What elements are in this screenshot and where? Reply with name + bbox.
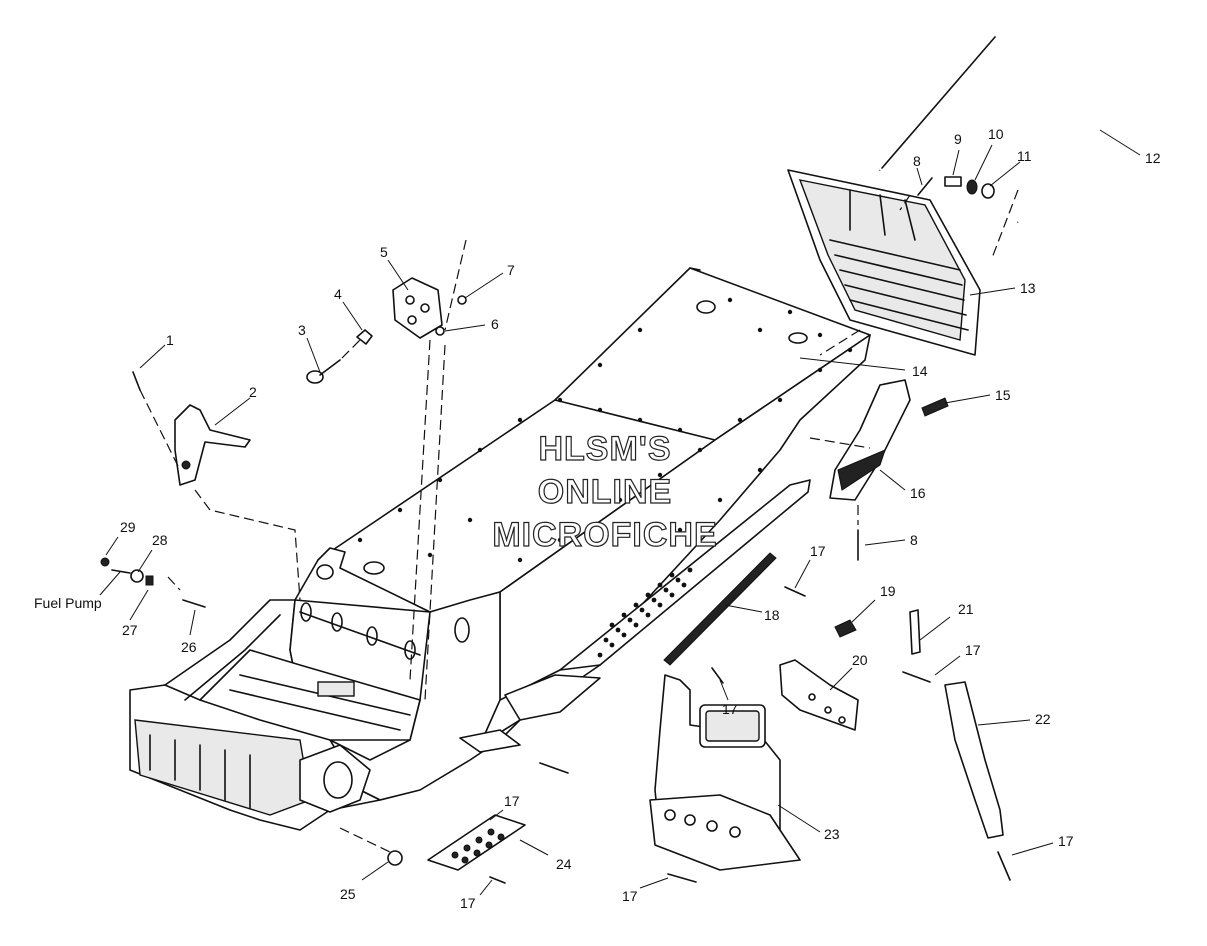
callout-23: 23: [824, 826, 840, 842]
callout-26: 26: [181, 639, 197, 655]
callout-2: 2: [249, 384, 257, 400]
callout-28: 28: [152, 532, 168, 548]
watermark-line-3: MICROFICHE: [492, 516, 717, 554]
watermark-line-1: HLSM'S: [538, 430, 671, 468]
callout-10: 10: [988, 126, 1004, 142]
callout-27: 27: [122, 622, 138, 638]
callout-3: 3: [298, 322, 306, 338]
callout-25: 25: [340, 886, 356, 902]
part-20-bracket: [779, 659, 859, 731]
callout-9: 9: [954, 131, 962, 147]
callout-17-g: 17: [460, 895, 476, 911]
callout-6: 6: [491, 316, 499, 332]
callout-17-c: 17: [722, 701, 738, 717]
part-15-pad: [921, 397, 949, 417]
callout-19: 19: [880, 583, 896, 599]
callout-13: 13: [1020, 280, 1036, 296]
fasteners: [100, 176, 1011, 884]
callout-17-d: 17: [1058, 833, 1074, 849]
callout-8-top: 8: [913, 153, 921, 169]
callout-22: 22: [1035, 711, 1051, 727]
callout-4: 4: [334, 286, 342, 302]
callout-20: 20: [852, 652, 868, 668]
callout-18: 18: [764, 607, 780, 623]
callout-16: 16: [910, 485, 926, 501]
watermark-line-2: ONLINE: [538, 473, 672, 511]
callout-8-lower: 8: [910, 532, 918, 548]
part-13-snow-flap: [787, 169, 981, 356]
part-12-rear-bumper: [876, 24, 1134, 225]
callout-1: 1: [166, 332, 174, 348]
callout-15: 15: [995, 387, 1011, 403]
callout-12: 12: [1145, 150, 1161, 166]
part-2-bracket: [174, 404, 251, 486]
callout-5: 5: [380, 244, 388, 260]
chassis-tunnel: [129, 267, 871, 831]
part-23-side-panel: [649, 674, 801, 871]
callout-17-e: 17: [504, 793, 520, 809]
callout-11: 11: [1017, 148, 1032, 164]
watermark: HLSM'S ONLINE MICROFICHE: [492, 429, 718, 554]
callout-17-b: 17: [965, 642, 981, 658]
label-fuel-pump: Fuel Pump: [34, 595, 102, 611]
callout-29: 29: [120, 519, 136, 535]
callout-labels: Fuel Pump 1 2 3 4 5 7 6 8 8 9 10 11 12 1…: [34, 126, 1161, 911]
leader-lines: [99, 129, 1141, 896]
callout-17-f: 17: [622, 888, 638, 904]
callout-7: 7: [507, 262, 515, 278]
callout-17-a: 17: [810, 543, 826, 559]
part-18-rail: [663, 552, 777, 666]
assembly-lines: [139, 189, 1019, 853]
part-24-plate: [427, 814, 526, 871]
callout-14: 14: [912, 363, 928, 379]
part-16-bracket: [829, 379, 911, 501]
part-5-plate: [392, 277, 443, 339]
callout-24: 24: [556, 856, 572, 872]
callout-21: 21: [958, 601, 974, 617]
part-22-brace: [944, 681, 1004, 839]
